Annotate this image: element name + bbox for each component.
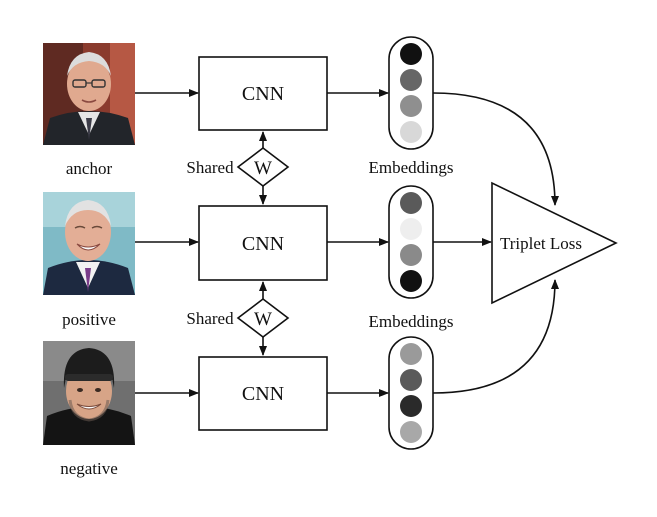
cnn-label-anchor: CNN [242, 83, 284, 105]
weights-label-top: W [254, 158, 272, 179]
cnn-box-positive: CNN [198, 205, 328, 281]
embedding-dot-anchor-3 [400, 95, 422, 117]
anchor-photo [43, 43, 135, 145]
triplet-loss-label: Triplet Loss [500, 234, 582, 253]
embeddings-label-bottom: Embeddings [369, 312, 454, 331]
positive-label: positive [62, 310, 116, 329]
embedding-dot-positive-3 [400, 244, 422, 266]
cnn-label-negative: CNN [242, 383, 284, 405]
cnn-box-negative: CNN [198, 356, 328, 431]
shared-weights-top: W Shared [186, 131, 290, 205]
embedding-dot-negative-4 [400, 421, 422, 443]
embedding-dot-negative-3 [400, 395, 422, 417]
cnn-label-positive: CNN [242, 233, 284, 255]
embedding-dot-positive-4 [400, 270, 422, 292]
embedding-dot-anchor-1 [400, 43, 422, 65]
positive-photo [43, 192, 135, 295]
embedding-dot-negative-1 [400, 343, 422, 365]
embedding-dot-anchor-4 [400, 121, 422, 143]
negative-embedding-to-loss-arrow [432, 279, 559, 394]
cnn-box-anchor: CNN [198, 56, 328, 131]
triplet-loss-node: Triplet Loss [491, 181, 618, 305]
shared-label-bottom: Shared [186, 309, 234, 328]
weights-label-bottom: W [254, 309, 272, 330]
shared-label-top: Shared [186, 158, 234, 177]
shared-weights-bottom: W Shared [186, 281, 290, 356]
weights-diamond-bottom [236, 297, 290, 339]
embedding-dot-anchor-2 [400, 69, 422, 91]
embedding-dot-positive-2 [400, 218, 422, 240]
triplet-loss-triangle [491, 181, 618, 305]
embedding-dots [400, 43, 422, 443]
anchor-embedding-to-loss-arrow [432, 92, 559, 206]
anchor-label: anchor [66, 159, 113, 178]
weights-diamond-top [236, 146, 290, 188]
negative-photo [43, 341, 135, 445]
embeddings-label-top: Embeddings [369, 158, 454, 177]
negative-label: negative [60, 459, 118, 478]
embedding-dot-negative-2 [400, 369, 422, 391]
embedding-dot-positive-1 [400, 192, 422, 214]
